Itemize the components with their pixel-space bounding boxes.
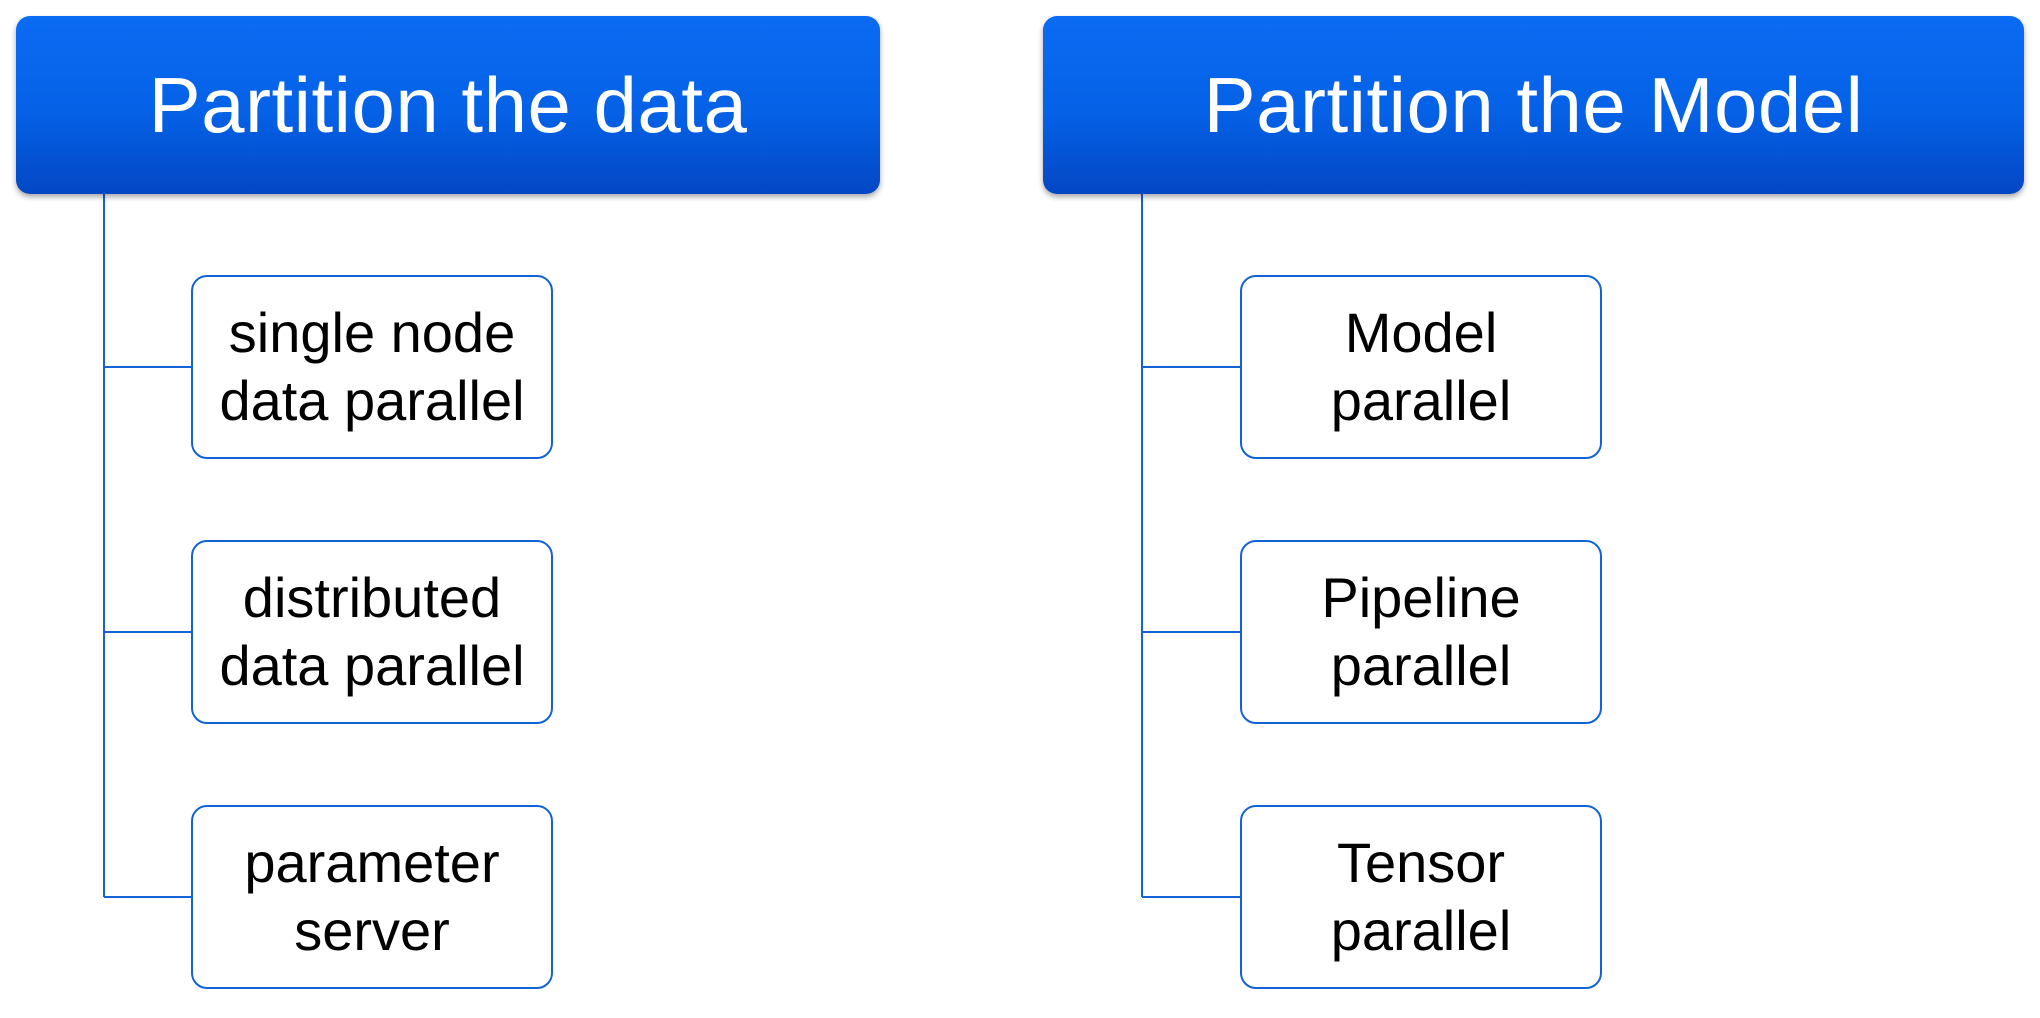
box-label: Model parallel bbox=[1330, 301, 1512, 432]
single-node-data-parallel-box: single node data parallel bbox=[191, 275, 553, 459]
box-label: Tensor parallel bbox=[1330, 831, 1512, 962]
model-parallel-box: Model parallel bbox=[1240, 275, 1602, 459]
tensor-parallel-box: Tensor parallel bbox=[1240, 805, 1602, 989]
box-label: parameter server bbox=[244, 831, 500, 962]
partition-data-title: Partition the data bbox=[148, 60, 748, 149]
partition-model-title: Partition the Model bbox=[1203, 60, 1864, 149]
box-label: distributed data parallel bbox=[219, 566, 525, 697]
box-label: Pipeline parallel bbox=[1321, 566, 1521, 697]
parameter-server-box: parameter server bbox=[191, 805, 553, 989]
partition-data-header: Partition the data bbox=[16, 16, 880, 194]
pipeline-parallel-box: Pipeline parallel bbox=[1240, 540, 1602, 724]
partition-model-header: Partition the Model bbox=[1043, 16, 2024, 194]
distributed-data-parallel-box: distributed data parallel bbox=[191, 540, 553, 724]
box-label: single node data parallel bbox=[219, 301, 525, 432]
